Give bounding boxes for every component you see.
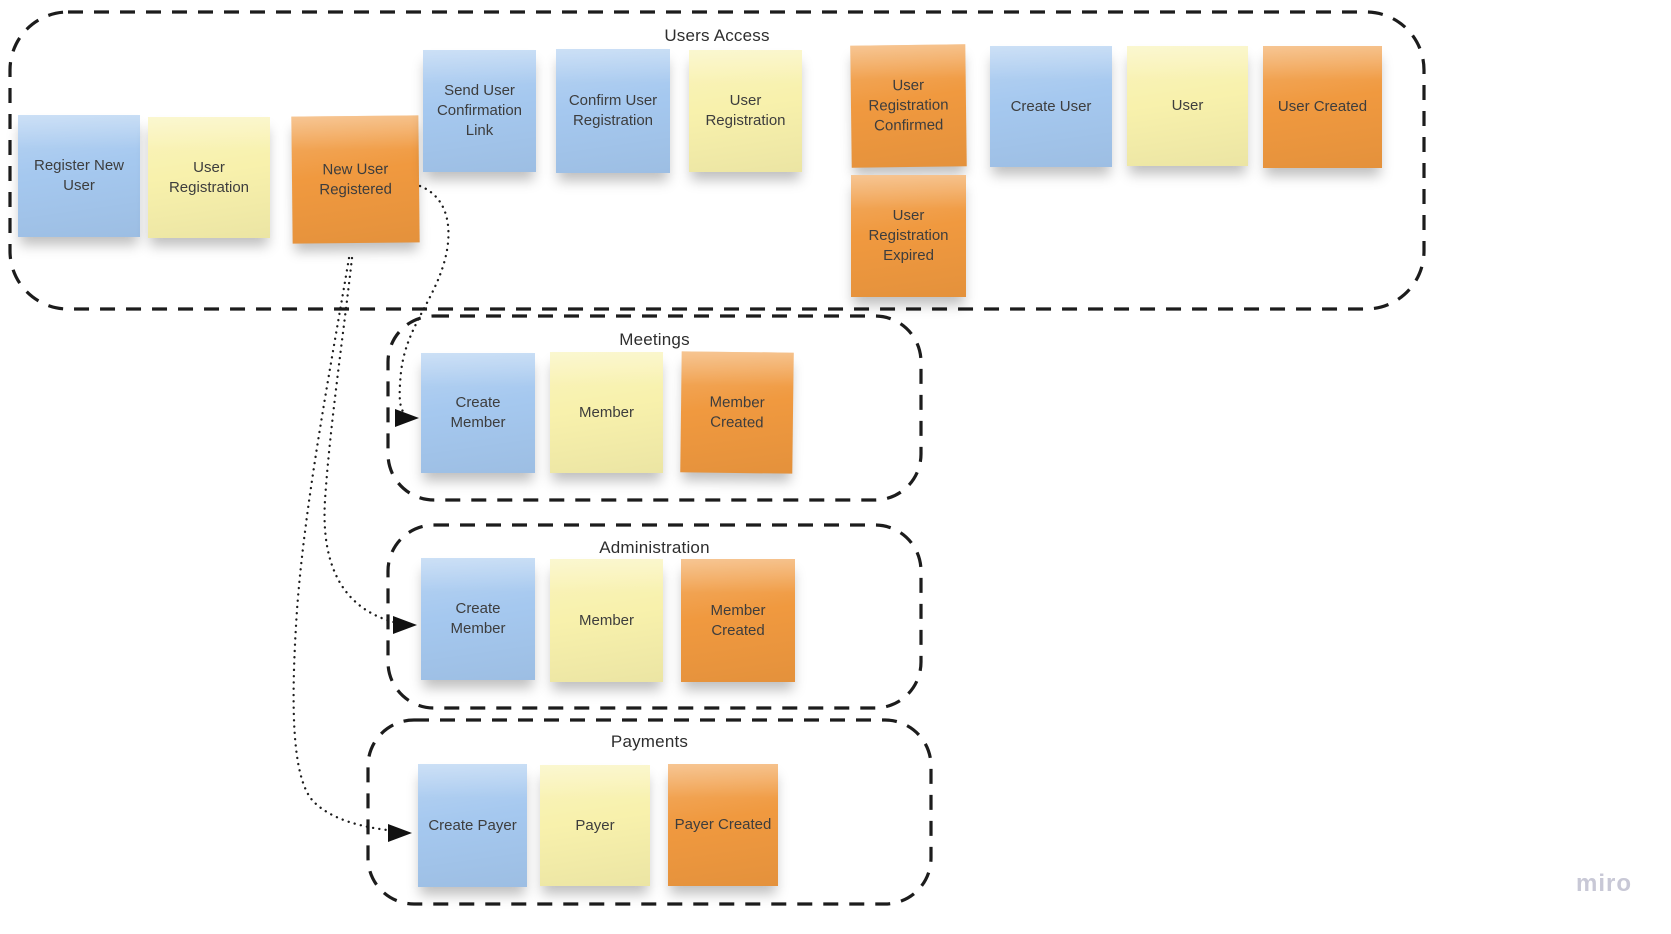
arrowhead-payments-icon	[388, 824, 412, 842]
connector-to-meetings[interactable]	[398, 184, 450, 418]
arrowhead-administration-icon	[393, 616, 417, 634]
group-title-meetings: Meetings	[619, 330, 690, 349]
note-meetings-create-member[interactable]: Create Member	[421, 353, 535, 473]
note-new-user-registered[interactable]: New User Registered	[291, 115, 420, 244]
note-label: Create Payer	[428, 816, 517, 834]
arrowhead-meetings-icon	[395, 409, 419, 427]
note-label: Member Created	[710, 601, 766, 639]
note-payer-created[interactable]: Payer Created	[668, 764, 778, 886]
connector-to-payments[interactable]	[292, 256, 399, 833]
note-user-registration-confirmed[interactable]: User Registration Confirmed	[850, 44, 967, 168]
note-label: User	[1171, 97, 1204, 115]
note-label: Member Created	[709, 393, 765, 431]
note-label: Payer Created	[674, 816, 772, 834]
note-label: User Registration	[168, 158, 250, 196]
note-create-payer[interactable]: Create Payer	[418, 764, 527, 887]
note-user-registration-expired[interactable]: User Registration Expired	[851, 175, 966, 297]
note-user-registration[interactable]: User Registration	[148, 117, 270, 238]
note-label: User Registration	[705, 92, 786, 129]
note-send-user-confirmation-link[interactable]: Send User Confirmation Link	[423, 50, 536, 172]
group-title-administration: Administration	[599, 538, 710, 557]
note-label: Member	[578, 403, 634, 421]
note-label: Member	[578, 611, 634, 629]
group-title-payments: Payments	[610, 732, 689, 751]
note-label: User Created	[1277, 98, 1368, 116]
note-payer[interactable]: Payer	[540, 765, 650, 886]
note-admin-create-member[interactable]: Create Member	[421, 558, 535, 680]
note-user[interactable]: User	[1127, 46, 1248, 166]
group-outline-meetings[interactable]	[386, 314, 923, 502]
note-label: Create User	[1010, 97, 1092, 115]
note-label: Register New User	[33, 157, 125, 194]
note-user-created[interactable]: User Created	[1263, 46, 1382, 168]
note-label: Payer	[575, 816, 615, 834]
note-label: New User Registered	[319, 160, 392, 198]
note-register-new-user[interactable]: Register New User	[18, 115, 140, 237]
note-label: Create Member	[450, 600, 506, 637]
note-create-user[interactable]: Create User	[990, 46, 1112, 167]
note-meetings-member[interactable]: Member	[550, 352, 663, 473]
note-admin-member-created[interactable]: Member Created	[681, 559, 795, 682]
connector-to-administration[interactable]	[323, 256, 404, 626]
note-label: Confirm User Registration	[568, 92, 658, 129]
miro-logo: miro	[1576, 870, 1633, 897]
note-label: User Registration Expired	[868, 207, 949, 264]
note-meetings-member-created[interactable]: Member Created	[680, 351, 794, 474]
group-outline-payments[interactable]	[366, 718, 933, 906]
note-label: User Registration Confirmed	[868, 77, 949, 135]
note-user-registration-2[interactable]: User Registration	[689, 50, 802, 172]
note-admin-member[interactable]: Member	[550, 559, 663, 682]
group-outline-administration[interactable]	[386, 523, 923, 710]
note-label: Send User Confirmation Link	[436, 82, 523, 139]
note-label: Create Member	[450, 394, 506, 431]
group-title-users-access: Users Access	[664, 26, 770, 45]
note-confirm-user-registration[interactable]: Confirm User Registration	[556, 49, 670, 173]
